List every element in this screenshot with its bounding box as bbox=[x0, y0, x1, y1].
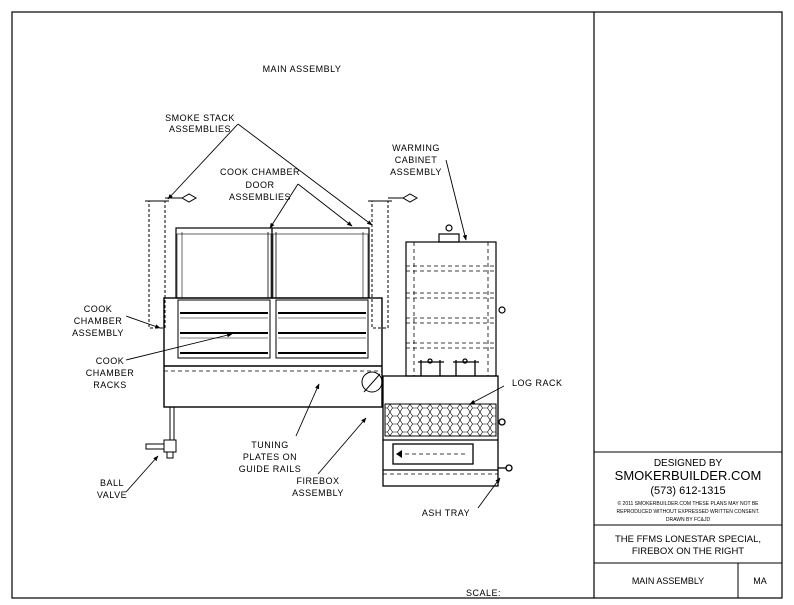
label-cook-chamber-2: CHAMBER bbox=[74, 316, 123, 326]
copyright-line-1: © 2011 SMOKERBUILDER.COM THESE PLANS MAY… bbox=[617, 500, 759, 507]
label-firebox-2: ASSEMBLY bbox=[292, 488, 344, 498]
ball-valve-drawing bbox=[145, 407, 177, 459]
scale-label: SCALE: bbox=[466, 588, 501, 598]
company-name: SMOKERBUILDER.COM bbox=[615, 468, 762, 483]
label-ball-valve-1: BALL bbox=[100, 478, 124, 488]
label-tuning-3: GUIDE RAILS bbox=[239, 464, 302, 474]
warming-cabinet bbox=[405, 224, 506, 377]
smoke-stack-left bbox=[145, 193, 198, 329]
sheet-code: MA bbox=[753, 576, 767, 586]
label-racks-1: COOK bbox=[96, 356, 125, 366]
label-cook-chamber-3: ASSEMBLY bbox=[72, 328, 124, 338]
label-ball-valve-2: VALVE bbox=[97, 490, 127, 500]
label-log-rack: LOG RACK bbox=[512, 378, 563, 388]
label-smoke-stack-2: ASSEMBLIES bbox=[169, 124, 231, 134]
label-cook-chamber-1: COOK bbox=[84, 304, 113, 314]
label-racks-3: RACKS bbox=[93, 380, 127, 390]
label-warming-1: WARMING bbox=[392, 143, 440, 153]
label-racks-2: CHAMBER bbox=[86, 368, 135, 378]
label-warming-2: CABINET bbox=[395, 155, 438, 165]
project-title-line-1: THE FFMS LONESTAR SPECIAL, bbox=[615, 534, 761, 545]
project-title-line-2: FIREBOX ON THE RIGHT bbox=[632, 546, 744, 557]
label-firebox-1: FIREBOX bbox=[296, 476, 339, 486]
leader-lines bbox=[125, 123, 505, 509]
sheet-border bbox=[11, 11, 783, 599]
label-smoke-stack-1: SMOKE STACK bbox=[165, 113, 235, 123]
smoke-stack-right bbox=[368, 193, 419, 329]
label-warming-3: ASSEMBLY bbox=[390, 167, 442, 177]
view-title: MAIN ASSEMBLY bbox=[263, 64, 342, 74]
phone-number: (573) 612-1315 bbox=[650, 485, 725, 497]
copyright-line-3: DRAWN BY FC&JD bbox=[666, 517, 711, 523]
cook-chamber-doors bbox=[175, 227, 370, 299]
sheet-name: MAIN ASSEMBLY bbox=[632, 576, 704, 586]
cook-chamber-racks bbox=[177, 299, 369, 359]
copyright-line-2: REPRODUCED WITHOUT EXPRESSED WRITTEN CON… bbox=[617, 509, 760, 515]
label-door-1: COOK CHAMBER bbox=[220, 167, 300, 177]
title-block: DESIGNED BY SMOKERBUILDER.COM (573) 612-… bbox=[615, 458, 767, 586]
label-door-3: ASSEMBLIES bbox=[229, 192, 291, 202]
label-ash-tray: ASH TRAY bbox=[422, 508, 470, 518]
drawing-labels: MAIN ASSEMBLY SMOKE STACK ASSEMBLIES COO… bbox=[72, 64, 562, 598]
label-door-2: DOOR bbox=[246, 180, 275, 190]
label-tuning-1: TUNING bbox=[251, 440, 289, 450]
label-tuning-2: PLATES ON bbox=[243, 452, 297, 462]
cook-chamber bbox=[163, 297, 383, 408]
designed-by-label: DESIGNED BY bbox=[654, 458, 723, 469]
firebox bbox=[382, 358, 513, 487]
firebox-throat bbox=[361, 371, 383, 407]
